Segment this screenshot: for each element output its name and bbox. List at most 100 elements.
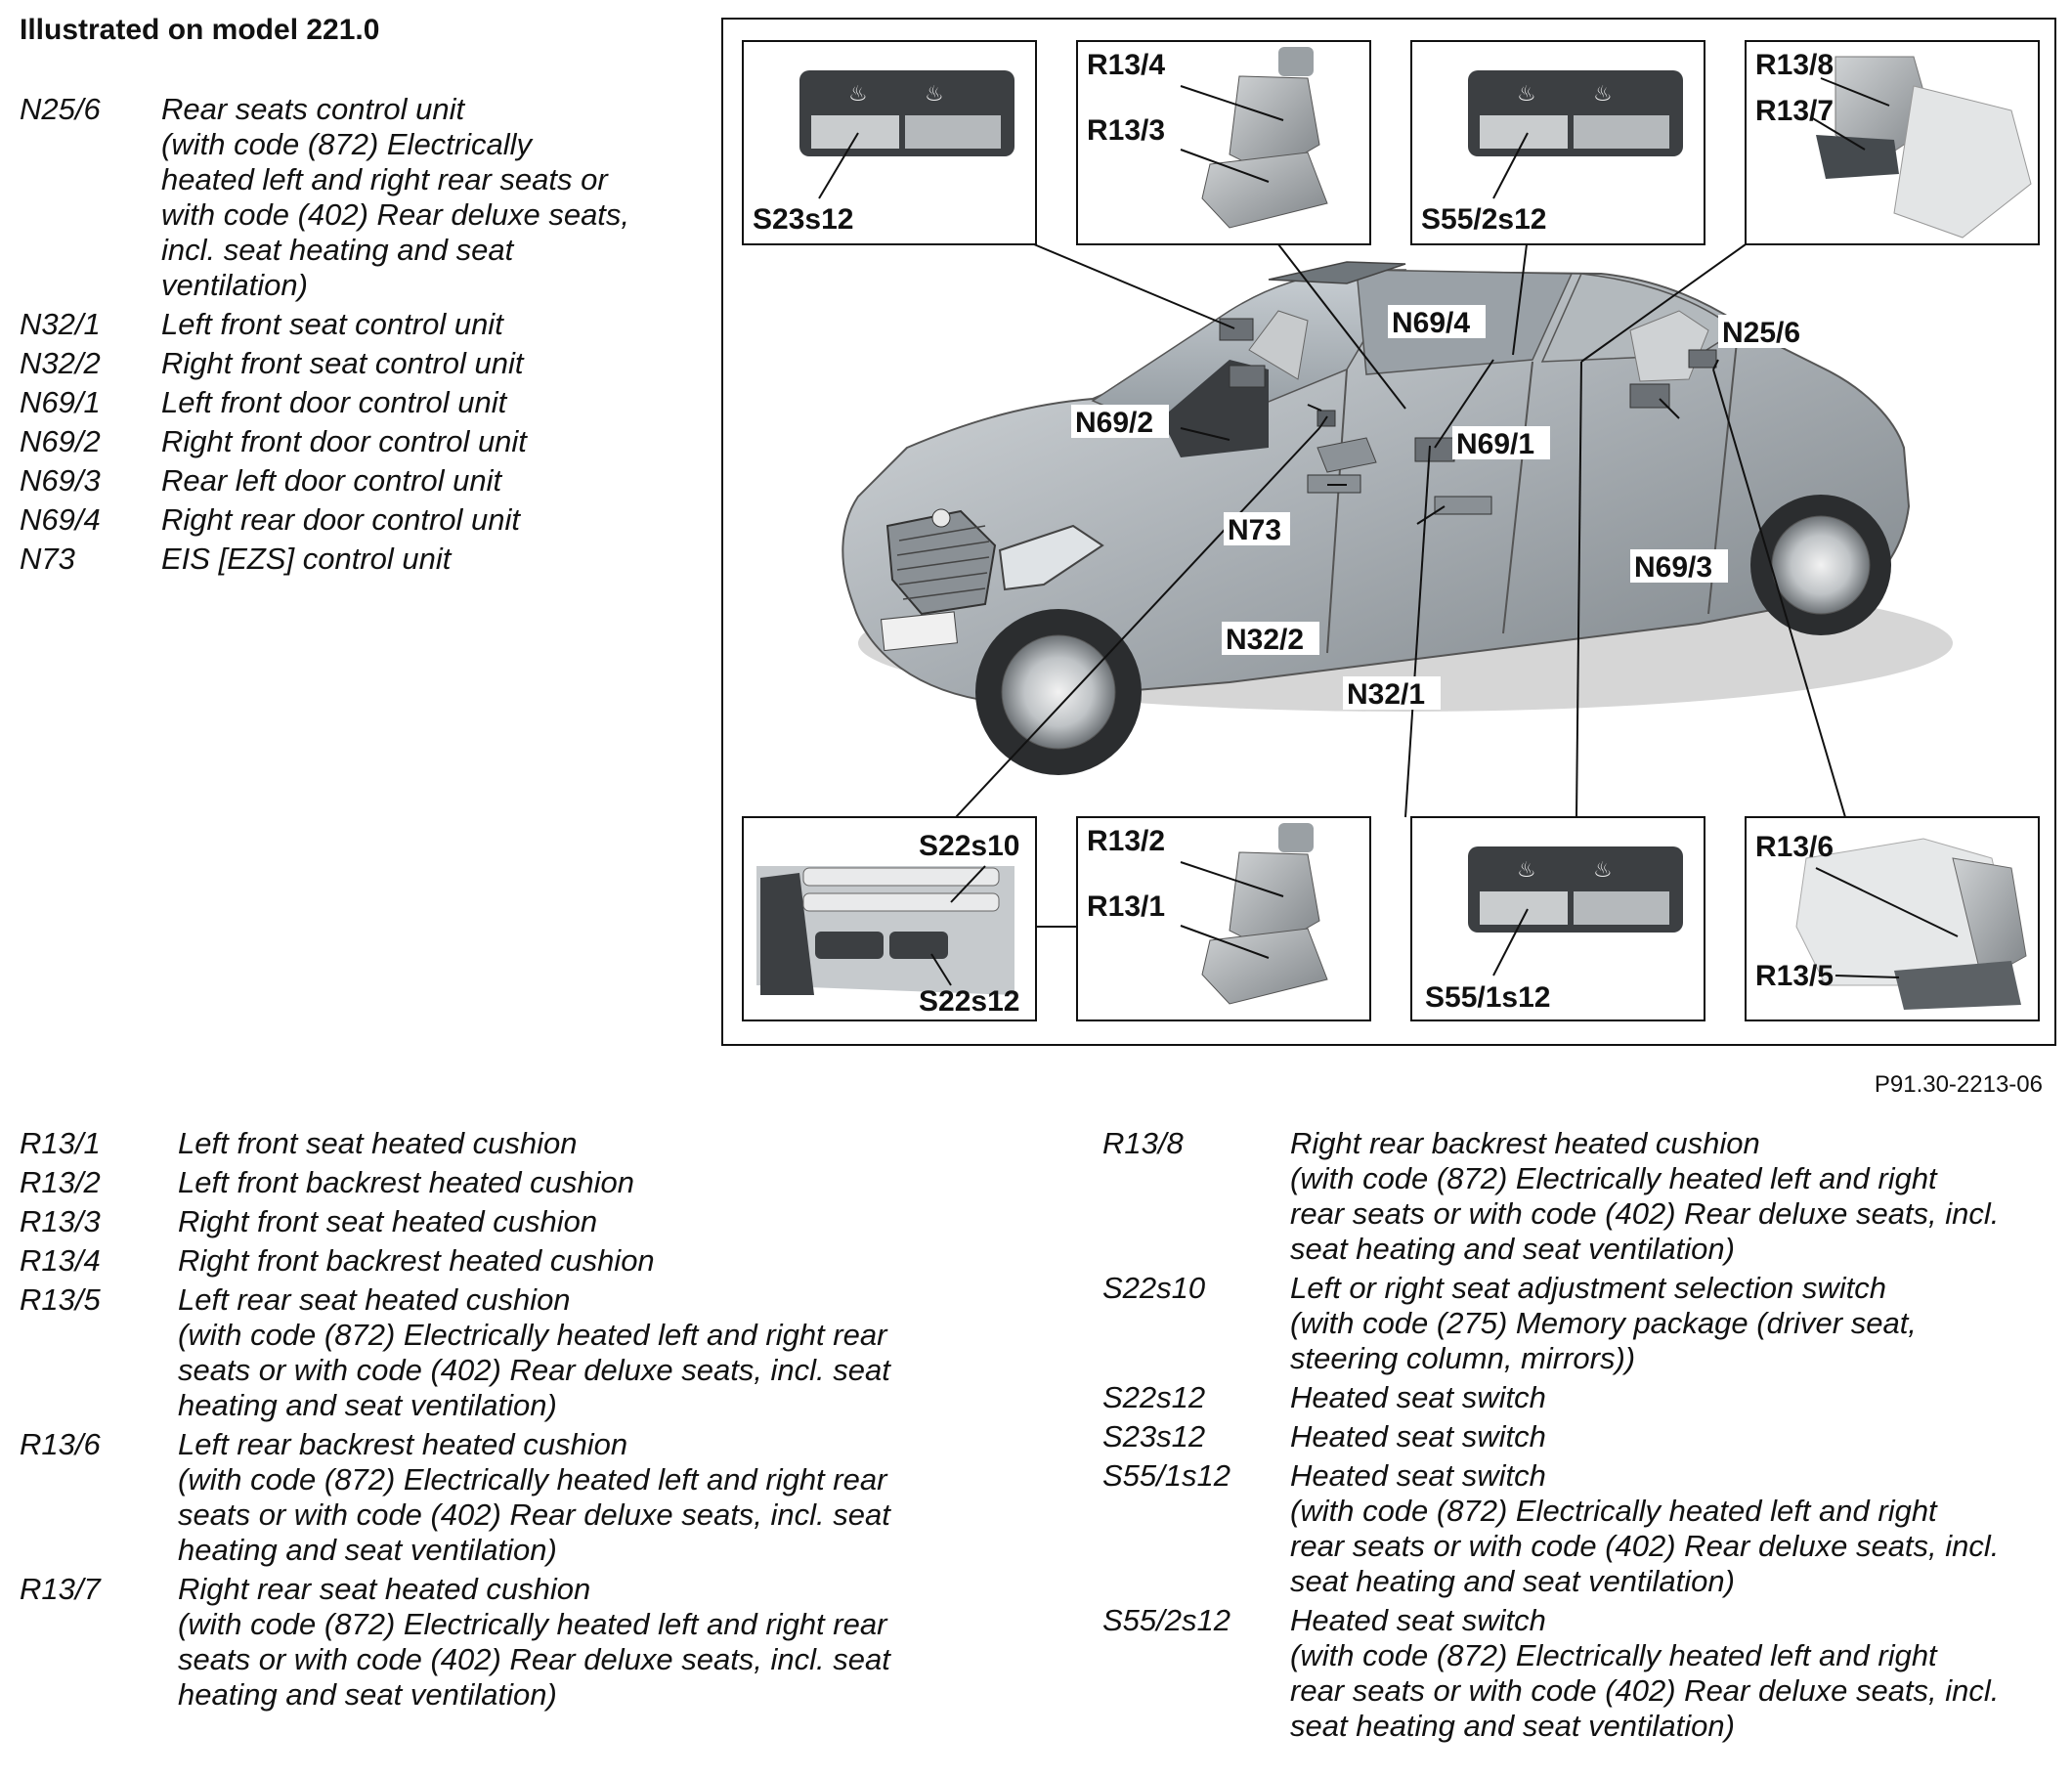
inset-r13-8-r13-7: R13/8 R13/7 [1745,40,2040,245]
svg-text:♨: ♨ [1517,858,1536,883]
side-mirror [1317,437,1377,473]
label-n32-1: N32/1 [1347,678,1425,711]
legend-code: R13/2 [20,1165,101,1199]
legend-description: EIS [EZS] control unit [161,542,452,576]
svg-text:♨: ♨ [1593,82,1613,107]
legend-description: Left rear seat heated cushion (with code… [178,1282,890,1422]
legend-description: Right front backrest heated cushion [178,1243,655,1278]
legend-code: N32/1 [20,307,101,341]
car-component-diagram: ♨ ♨ S23s12 R13/4 R13/3 ♨ ♨ S55/2s12 R13/… [721,18,2056,1046]
legend-code: R13/8 [1102,1126,1184,1160]
front-seat-backrest [1248,310,1309,380]
legend-description: Heated seat switch [1290,1419,1546,1454]
sunroof [1268,261,1406,284]
label-s23s12: S23s12 [753,203,853,236]
label-s22s10: S22s10 [919,830,1019,862]
svg-text:♨: ♨ [1593,858,1613,883]
legend-code: R13/1 [20,1126,101,1160]
legend-code: R13/5 [20,1282,101,1317]
legend-code: N69/1 [20,385,101,419]
car-illustration [842,261,1953,775]
legend-row: R13/4 Right front backrest heated cushion [20,1243,1056,1279]
legend-code: R13/6 [20,1427,101,1461]
legend-description: Heated seat switch (with code (872) Elec… [1290,1458,2000,1598]
label-r13-3: R13/3 [1087,114,1165,147]
legend-row: R13/2 Left front backrest heated cushion [20,1165,1056,1200]
label-r13-5: R13/5 [1755,960,1834,992]
legend-row: R13/5 Left rear seat heated cushion (with… [20,1282,1056,1423]
unit-n69-2 [1219,318,1254,341]
legend-description: Heated seat switch (with code (872) Elec… [1290,1603,2000,1743]
label-n25-6: N25/6 [1722,317,1800,349]
label-n69-1: N69/1 [1456,428,1534,460]
label-n32-2: N32/2 [1226,624,1304,656]
legend-code: S55/2s12 [1102,1603,1230,1637]
legend-row: N32/2 Right front seat control unit [20,346,704,381]
legend-row: S55/2s12 Heated seat switch (with code (8… [1102,1603,2041,1744]
legend-code: N32/2 [20,346,101,380]
legend-description: Right front seat heated cushion [178,1204,598,1238]
label-n69-3: N69/3 [1634,551,1712,584]
car-callouts: N69/4 N25/6 N69/2 N69/1 N73 N69/3 N32/2 … [1071,305,1816,711]
label-r13-8: R13/8 [1755,49,1834,81]
legend-description: Rear left door control unit [161,463,502,498]
legend-code: R13/3 [20,1204,101,1238]
label-n69-2: N69/2 [1075,407,1153,439]
label-r13-2: R13/2 [1087,825,1165,857]
legend-description: Left front door control unit [161,385,507,419]
legend-description: Left or right seat adjustment selection … [1290,1271,1917,1375]
headlight [998,524,1104,591]
diagram-title: Illustrated on model 221.0 [20,14,380,46]
label-n69-4: N69/4 [1392,307,1470,339]
legend-description: Right front door control unit [161,424,527,458]
unit-n69-3 [1629,383,1670,409]
legend-description: Rear seats control unit (with code (872)… [161,92,630,302]
legend-description: Left front backrest heated cushion [178,1165,635,1199]
front-wheel-rim [1001,634,1116,750]
legend-row: S22s12 Heated seat switch [1102,1380,2041,1415]
legend-row: N69/1 Left front door control unit [20,385,704,420]
legend-code: S55/1s12 [1102,1458,1230,1493]
legend-description: Right front seat control unit [161,346,524,380]
leader-lines [955,243,1846,928]
rear-wheel-rim [1771,515,1871,615]
svg-text:♨: ♨ [925,82,944,107]
legend-row: S22s10 Left or right seat adjustment sele… [1102,1271,2041,1376]
legend-code: S22s10 [1102,1271,1206,1305]
inset-s22s10-s22s12: S22s10 S22s12 [742,816,1037,1021]
svg-text:♨: ♨ [1517,82,1536,107]
label-s55-1s12: S55/1s12 [1425,981,1550,1014]
legend-row: R13/6 Left rear backrest heated cushion (… [20,1427,1056,1568]
svg-text:♨: ♨ [848,82,868,107]
inset-s23s12: ♨ ♨ S23s12 [742,40,1037,245]
front-grille [885,509,997,616]
legend-row: R13/1 Left front seat heated cushion [20,1126,1056,1161]
legend-description: Heated seat switch [1290,1380,1546,1414]
legend-description: Right rear seat heated cushion (with cod… [178,1572,890,1712]
label-s22s12: S22s12 [919,985,1019,1018]
label-r13-7: R13/7 [1755,95,1834,127]
figure-reference: P91.30-2213-06 [1874,1071,2043,1098]
unit-n25-6 [1688,349,1717,369]
legend-code: R13/4 [20,1243,101,1278]
legend-description: Left rear backrest heated cushion (with … [178,1427,890,1567]
inset-r13-4-r13-3: R13/4 R13/3 [1076,40,1371,245]
legend-code: S22s12 [1102,1380,1206,1414]
label-n73: N73 [1228,514,1281,546]
legend-code: N69/4 [20,502,101,537]
label-r13-6: R13/6 [1755,831,1834,863]
label-s55-2s12: S55/2s12 [1421,203,1546,236]
legend-row: S55/1s12 Heated seat switch (with code (8… [1102,1458,2041,1599]
legend-description: Left front seat heated cushion [178,1126,578,1160]
